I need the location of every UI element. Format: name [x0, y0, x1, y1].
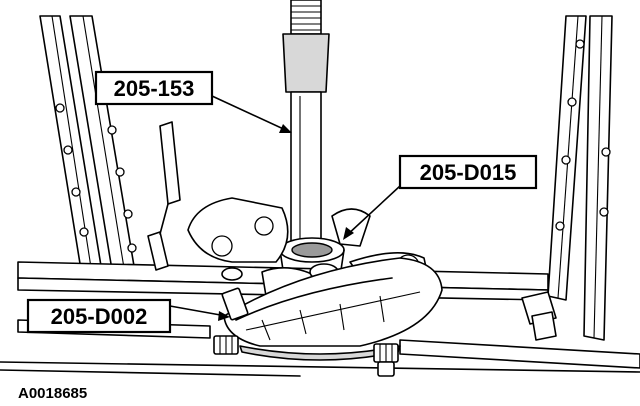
- press-shaft: [282, 0, 330, 243]
- figure-id: A0018685: [18, 385, 87, 402]
- press-frame-right: [547, 15, 613, 341]
- callout-205-D015-label: 205-D015: [420, 160, 517, 185]
- callout-205-D002: 205-D002: [26, 298, 230, 334]
- installer-studs: [213, 287, 399, 377]
- callout-205-D002-label: 205-D002: [51, 304, 148, 329]
- installer-base: [223, 257, 443, 361]
- press-frame-left: [39, 15, 137, 277]
- callout-205-153: 205-153: [94, 70, 292, 133]
- press-clamp: [521, 291, 557, 341]
- callout-205-153-label: 205-153: [114, 76, 195, 101]
- press-lever: [147, 121, 181, 271]
- callout-205-D015: 205-D015: [343, 154, 538, 240]
- receiver-cup: [279, 237, 345, 278]
